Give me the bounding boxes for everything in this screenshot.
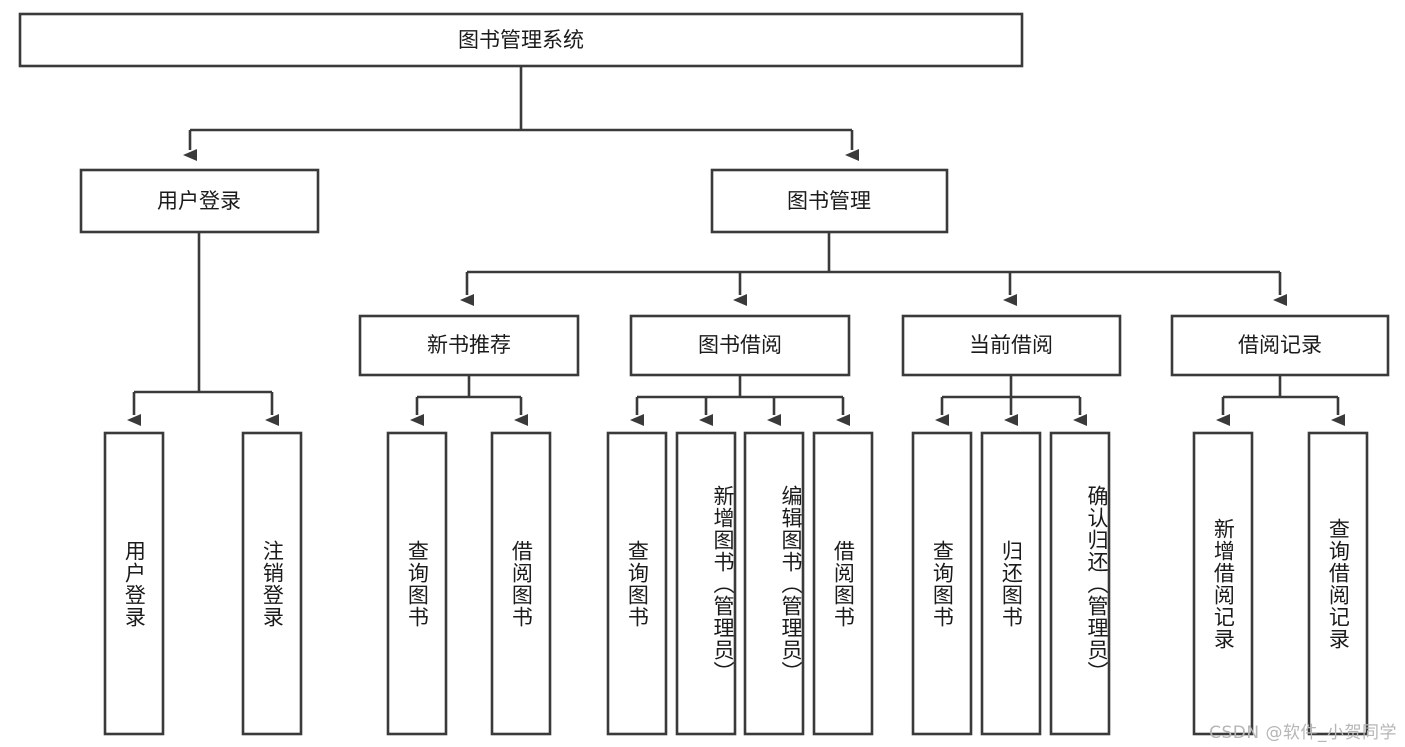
leaf-box-add-book-admin[interactable] xyxy=(675,431,737,736)
node-borrow-record[interactable] xyxy=(1170,314,1390,377)
leaf-box-user-login[interactable] xyxy=(103,431,165,736)
node-user-login[interactable] xyxy=(79,168,320,234)
connector-current-to-leaves xyxy=(935,375,1087,426)
node-current-borrow-label: 当前借阅 xyxy=(969,333,1053,357)
watermark-text: CSDN @软件_小贺同学 xyxy=(1209,723,1397,743)
leaf-box-return-book[interactable] xyxy=(980,431,1042,736)
leaf-box-borrow-book-2[interactable] xyxy=(812,431,874,736)
leaf-box-add-record[interactable] xyxy=(1192,431,1254,736)
node-user-login-label: 用户登录 xyxy=(157,189,241,213)
connector-newbook-to-leaves xyxy=(410,375,528,426)
connector-records-to-leaves xyxy=(1216,375,1345,426)
node-new-book-recommend-label: 新书推荐 xyxy=(427,333,511,357)
leaf-box-borrow-book-1[interactable] xyxy=(490,431,552,736)
leaf-box-logout[interactable] xyxy=(241,431,303,736)
node-current-borrow[interactable] xyxy=(901,314,1122,377)
node-borrow-record-label: 借阅记录 xyxy=(1238,333,1322,357)
node-book-borrow[interactable] xyxy=(629,314,851,377)
leaf-box-query-book-3[interactable] xyxy=(911,431,973,736)
connector-userlogin-to-leaves xyxy=(127,232,279,426)
leaf-box-query-record[interactable] xyxy=(1307,431,1369,736)
node-book-management-label: 图书管理 xyxy=(787,189,871,213)
node-new-book-recommend[interactable] xyxy=(358,314,580,377)
node-book-management[interactable] xyxy=(710,168,949,234)
leaf-box-query-book-1[interactable] xyxy=(386,431,448,736)
node-root-system[interactable] xyxy=(18,12,1024,68)
leaf-box-edit-book-admin[interactable] xyxy=(743,431,805,736)
leaf-box-confirm-return-admin[interactable] xyxy=(1049,431,1111,736)
connector-borrow-to-leaves xyxy=(630,375,850,426)
node-root-system-label: 图书管理系统 xyxy=(458,28,584,52)
connector-bookmgmt-to-level3 xyxy=(460,232,1287,306)
node-book-borrow-label: 图书借阅 xyxy=(698,333,782,357)
leaf-box-query-book-2[interactable] xyxy=(606,431,668,736)
connector-root-to-level2 xyxy=(183,66,859,161)
